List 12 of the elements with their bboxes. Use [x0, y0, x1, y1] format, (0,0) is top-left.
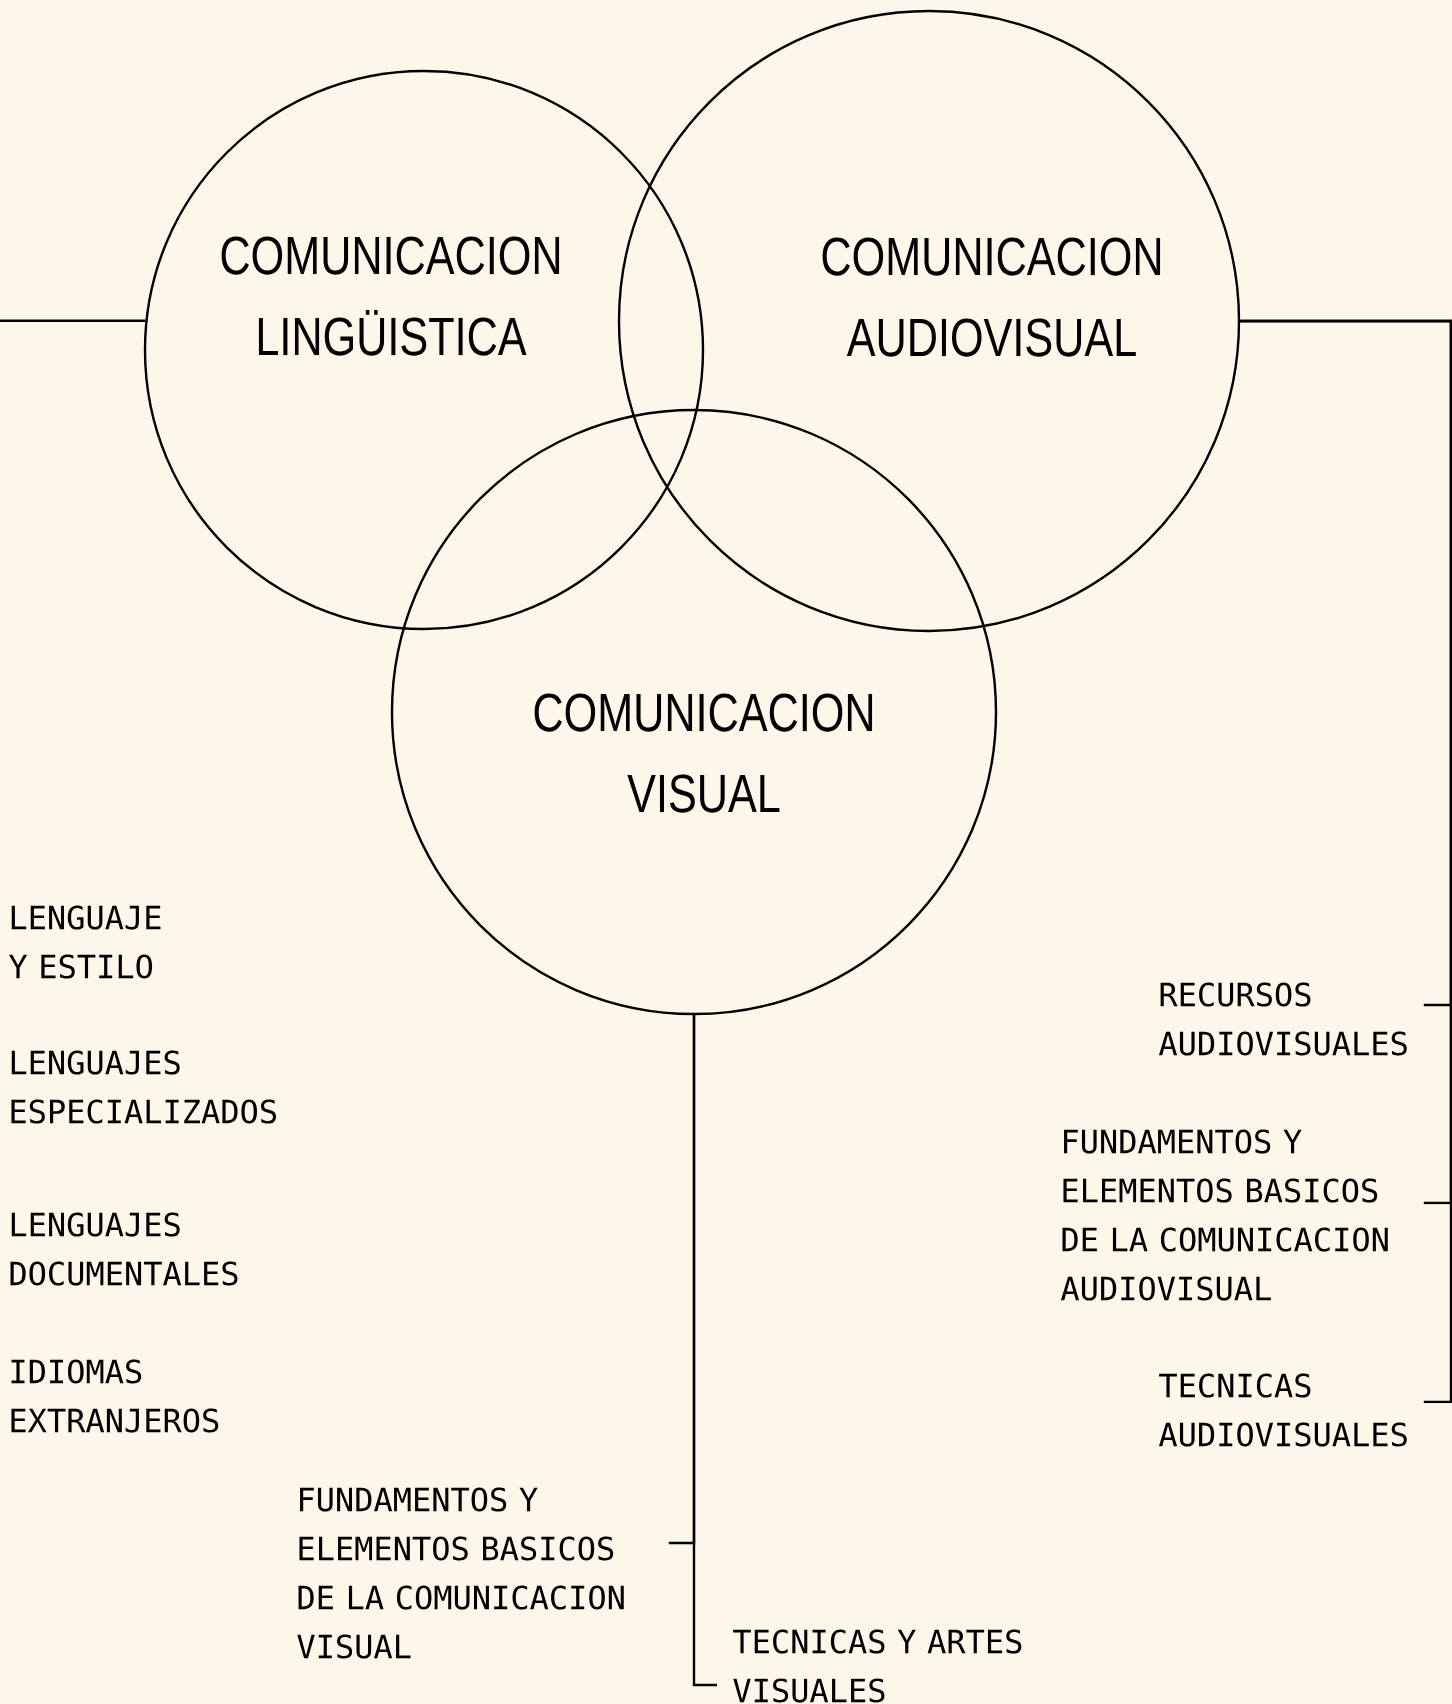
text-label: FUNDAMENTOS Y ELEMENTOS BASICOS DE LA COMUNICACION AUDIOVISUAL: [1060, 1129, 1388, 1301]
text-label: IDIOMAS EXTRANJEROS: [11, 1359, 219, 1433]
text-label: FUNDAMENTOS Y ELEMENTOS BASICOS DE LA COMUNICACION VISUAL: [297, 1487, 624, 1659]
text-label: LENGUAJE Y ESTILO: [8, 905, 161, 979]
connector-line: [692, 1015, 717, 1687]
connector-line: [1240, 319, 1452, 1404]
text-label: TECNICAS AUDIOVISUALES: [1158, 1373, 1407, 1447]
text-label: LENGUAJES DOCUMENTALES: [10, 1212, 238, 1286]
text-label: LENGUAJES ESPECIALIZADOS: [11, 1050, 276, 1124]
text-label: TECNICAS Y ARTES VISUALES: [733, 1629, 1022, 1703]
connector-line: [0, 319, 146, 322]
text-label: RECURSOS AUDIOVISUALES: [1158, 982, 1407, 1056]
